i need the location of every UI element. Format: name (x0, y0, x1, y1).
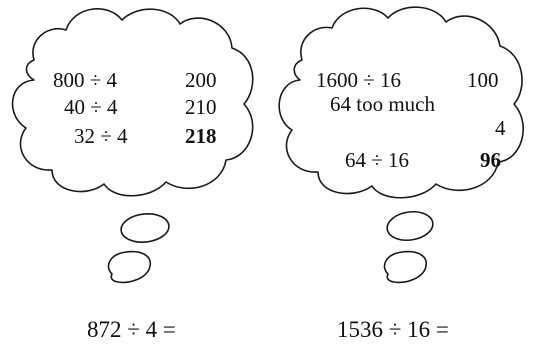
right-thought-cloud (278, 6, 524, 199)
right-note-value: 4 (495, 116, 506, 140)
right-line-1-value: 100 (467, 68, 499, 92)
left-row-1-expression: 800 ÷ 4 (53, 68, 118, 92)
left-row-3-value: 218 (185, 124, 217, 148)
left-thought-dot-large (120, 213, 170, 243)
left-row-3-expression: 32 ÷ 4 (74, 124, 128, 148)
right-problem: 1536 ÷ 16 = (337, 317, 449, 342)
left-thought-cloud (11, 8, 254, 197)
right-line-1-expression: 1600 ÷ 16 (316, 68, 402, 92)
left-thought-dot-small (107, 250, 151, 284)
right-thought-dot-small (383, 250, 427, 284)
left-row-1-value: 200 (185, 68, 217, 92)
left-problem: 872 ÷ 4 = (87, 317, 176, 342)
right-line-3-value: 96 (480, 148, 501, 172)
right-note: 64 too much (330, 92, 435, 116)
right-line-3-expression: 64 ÷ 16 (345, 148, 410, 172)
left-row-2-value: 210 (185, 95, 217, 119)
left-row-2-expression: 40 ÷ 4 (64, 95, 118, 119)
right-thought-dot-large (386, 210, 434, 242)
